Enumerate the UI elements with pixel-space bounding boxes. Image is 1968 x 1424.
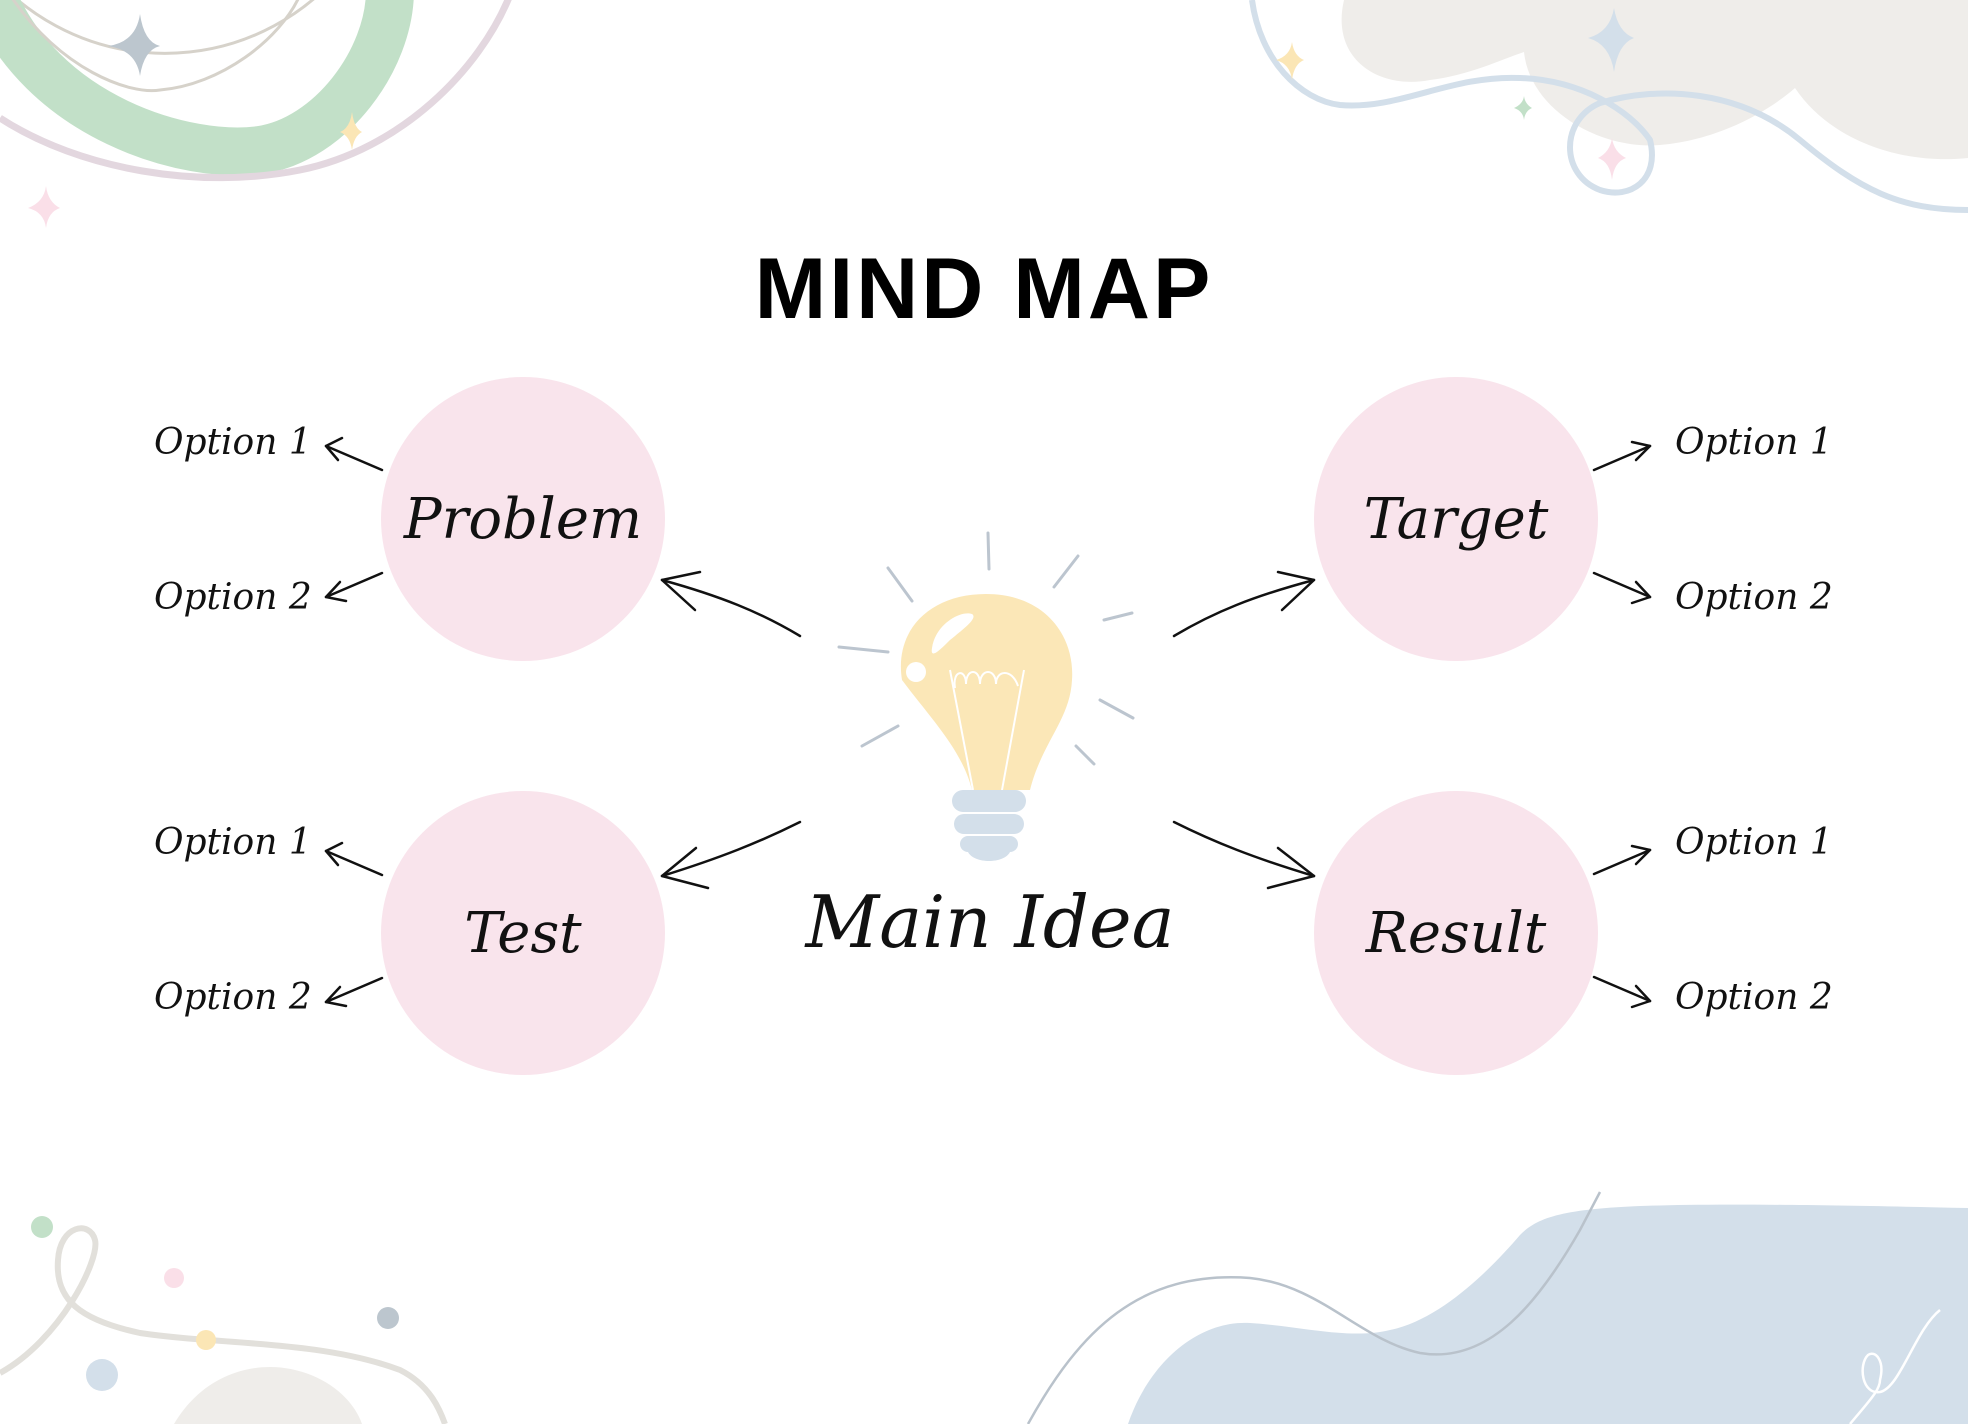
node-target[interactable]: Target: [1314, 377, 1598, 661]
node-test[interactable]: Test: [381, 791, 665, 1075]
sparkle-icon: [340, 112, 362, 150]
node-test-label: Test: [464, 900, 582, 966]
main-idea-label: Main Idea: [805, 880, 1175, 964]
sparkle-icon: [1276, 42, 1304, 80]
node-result[interactable]: Result: [1314, 791, 1598, 1075]
lightbulb-icon: [837, 531, 1135, 861]
sparkle-icon: [1514, 96, 1532, 120]
test-option-1[interactable]: Option 1: [154, 822, 312, 863]
target-option-1[interactable]: Option 1: [1675, 422, 1833, 463]
sparkle-icon: [28, 186, 60, 228]
sparkle-icon: [1598, 138, 1626, 180]
sparkle-icon: [108, 14, 160, 76]
problem-option-1[interactable]: Option 1: [154, 422, 312, 463]
target-option-2[interactable]: Option 2: [1675, 577, 1833, 618]
node-target-label: Target: [1363, 486, 1549, 552]
page-title: MIND MAP: [754, 241, 1214, 337]
node-result-label: Result: [1365, 900, 1547, 966]
test-option-2[interactable]: Option 2: [154, 977, 312, 1018]
result-option-1[interactable]: Option 1: [1675, 822, 1833, 863]
result-option-2[interactable]: Option 2: [1675, 977, 1833, 1018]
node-problem-label: Problem: [403, 486, 643, 552]
problem-option-2[interactable]: Option 2: [154, 577, 312, 618]
sparkle-icon: [1588, 8, 1634, 72]
node-problem[interactable]: Problem: [381, 377, 665, 661]
